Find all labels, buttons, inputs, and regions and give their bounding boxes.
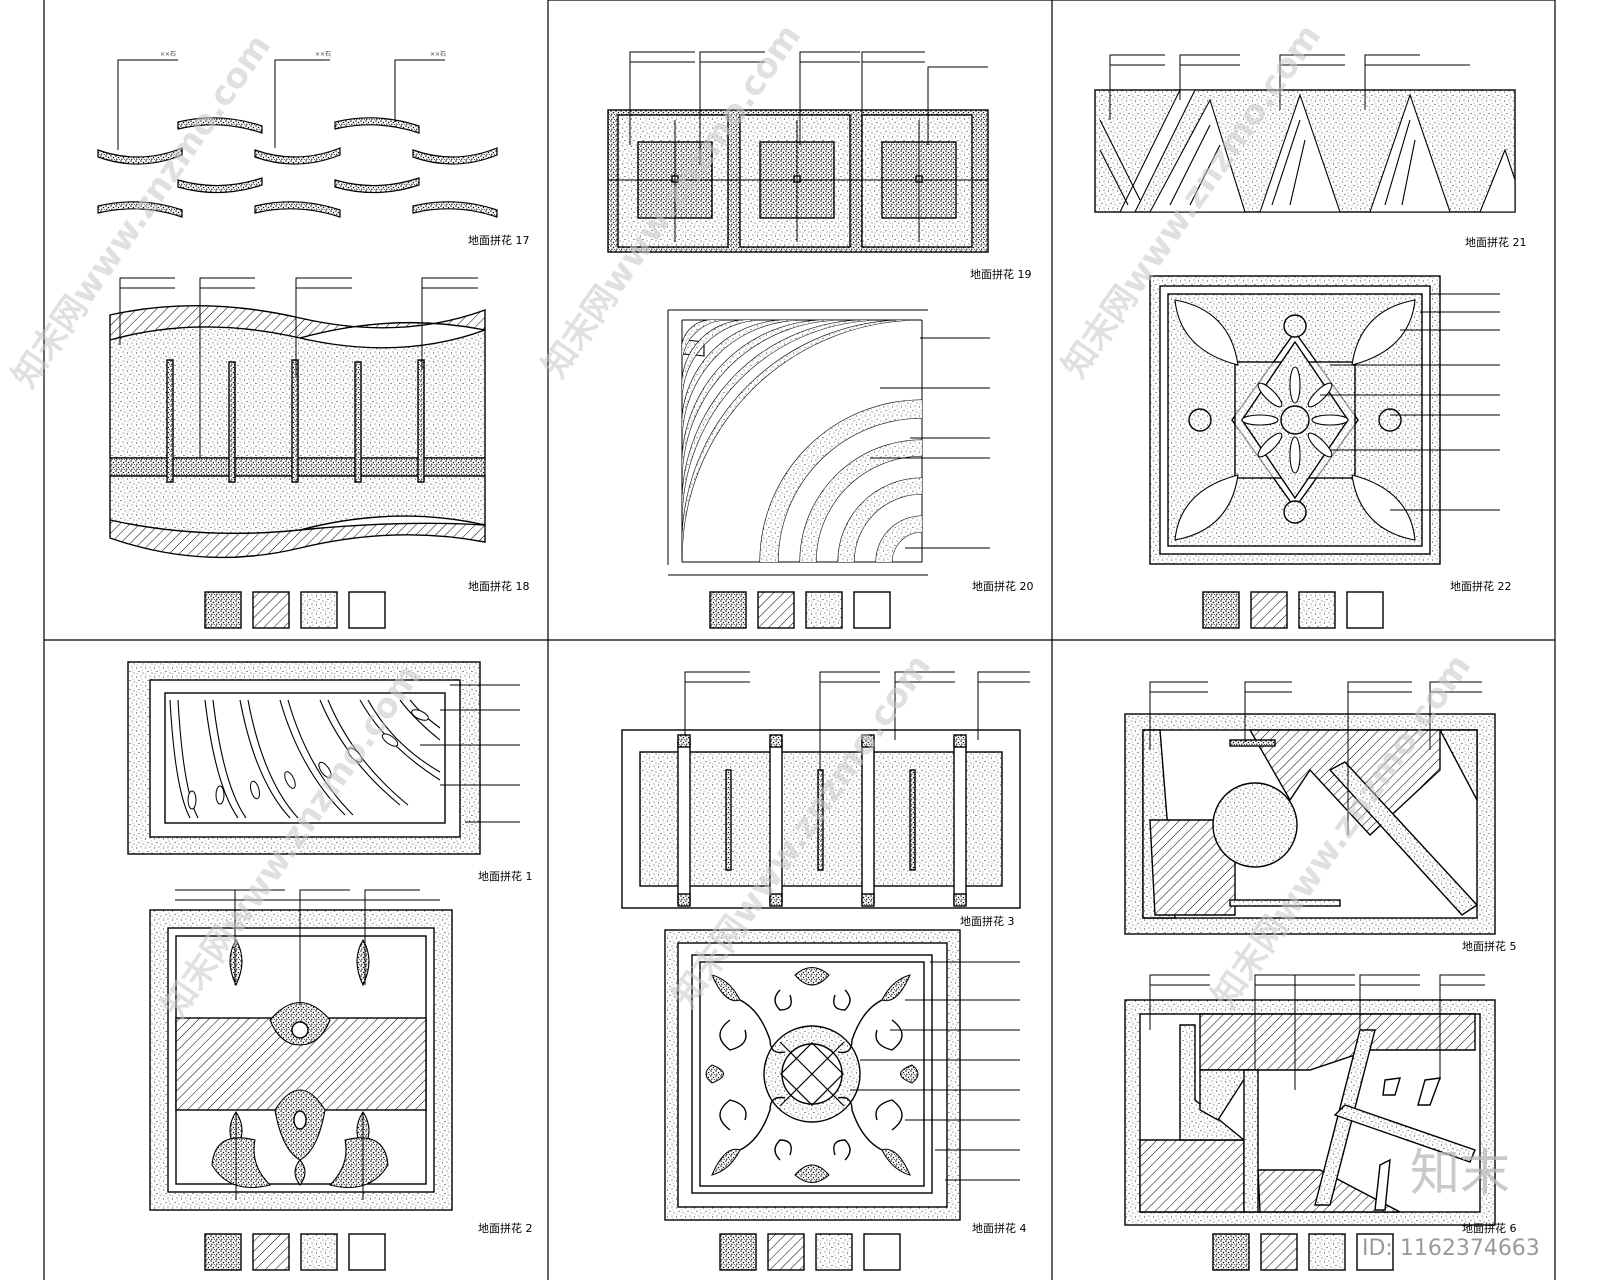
title-4: 地面拼花 4 <box>972 1221 1027 1235</box>
svg-text:××石: ××石 <box>315 51 331 58</box>
panel-frames <box>43 0 1556 1280</box>
legend-swatches-20 <box>709 591 891 629</box>
pattern-6-geometric-blocks <box>1124 974 1496 1226</box>
pattern-22-square-medallion <box>1149 275 1500 565</box>
pattern-1-arc-frame <box>127 661 520 855</box>
pattern-4-ornate-medallion <box>664 929 1020 1221</box>
legend-swatches-2 <box>204 1233 386 1271</box>
title-6: 地面拼花 6 <box>1462 1221 1517 1235</box>
pattern-20-quarter-arcs <box>667 309 990 576</box>
title-21: 地面拼花 21 <box>1465 235 1527 249</box>
pattern-21-zigzag-band <box>1094 54 1516 213</box>
pattern-18-wave-band <box>109 277 486 559</box>
title-20: 地面拼花 20 <box>972 579 1034 593</box>
legend-swatches-22 <box>1202 591 1384 629</box>
pattern-3-plank-strips <box>621 671 1030 909</box>
legend-swatches-4 <box>719 1233 901 1271</box>
legend-swatches-18 <box>204 591 386 629</box>
title-5: 地面拼花 5 <box>1462 939 1517 953</box>
title-19: 地面拼花 19 <box>970 267 1032 281</box>
title-18: 地面拼花 18 <box>468 579 530 593</box>
title-17: 地面拼花 17 <box>468 233 530 247</box>
svg-text:××石: ××石 <box>430 51 446 58</box>
pattern-19-tile-row <box>607 51 989 253</box>
brand-logo: 知末 <box>1410 1144 1510 1202</box>
title-3: 地面拼花 3 <box>960 914 1015 928</box>
title-22: 地面拼花 22 <box>1450 579 1512 593</box>
pattern-5-geometric-circle <box>1124 681 1496 935</box>
legend-swatches-6 <box>1212 1233 1394 1271</box>
image-id: ID: 1162374663 <box>1362 1236 1540 1261</box>
pattern-2-floral-panel <box>149 889 453 1211</box>
title-2: 地面拼花 2 <box>478 1221 533 1235</box>
pattern-17-wave-strips: ××石 ××石 ××石 <box>97 51 498 218</box>
title-1: 地面拼花 1 <box>478 869 533 883</box>
svg-text:××石: ××石 <box>160 51 176 58</box>
